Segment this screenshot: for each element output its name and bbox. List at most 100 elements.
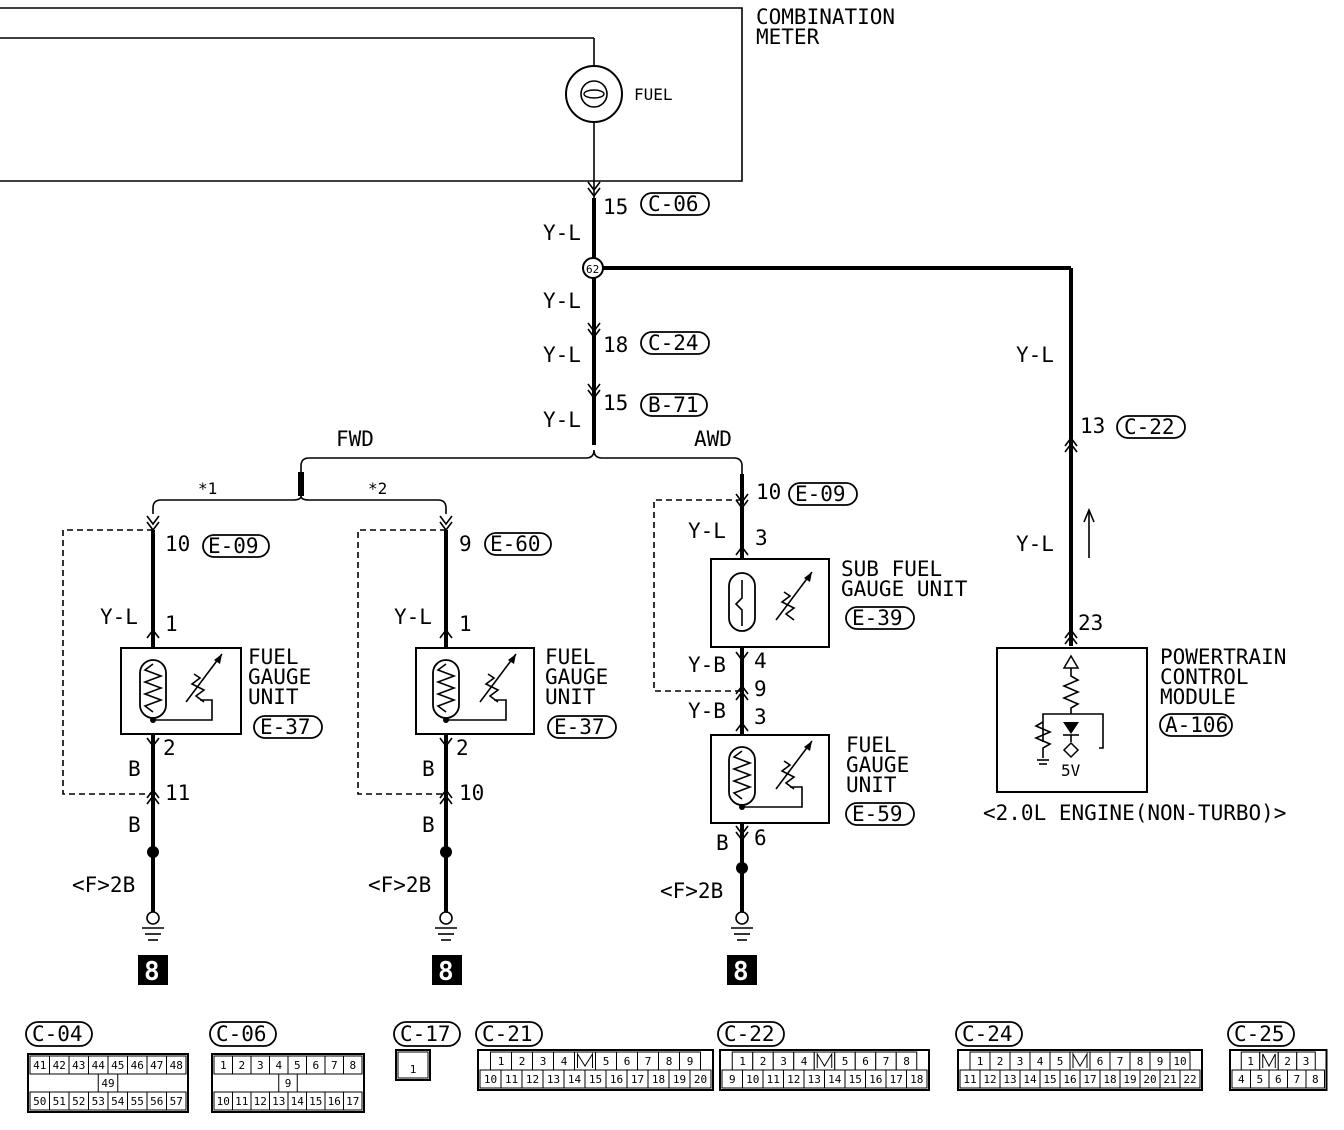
meter-title-line2: METER bbox=[756, 25, 820, 49]
connector-pin: 14 bbox=[291, 1095, 305, 1108]
pin-bot: 11 bbox=[165, 781, 190, 805]
wire-color: Y-L bbox=[100, 605, 138, 629]
connector-pin: 18 bbox=[1103, 1073, 1116, 1086]
connector-name: C-24 bbox=[962, 1022, 1013, 1046]
ground-point: <F>2B bbox=[72, 873, 135, 897]
pin-b71: 15 bbox=[603, 391, 628, 415]
connector-pin: 5 bbox=[1057, 1055, 1064, 1068]
pin-4: 4 bbox=[754, 649, 767, 673]
sub-unit-label-line1: SUB FUEL bbox=[841, 557, 942, 581]
connector-pin: 5 bbox=[603, 1055, 610, 1068]
connector-pin: 14 bbox=[828, 1073, 842, 1086]
connector-pin: 10 bbox=[746, 1073, 759, 1086]
connector-pin: 8 bbox=[349, 1059, 356, 1072]
connector-pin: 6 bbox=[1275, 1073, 1282, 1086]
wire-color: B bbox=[422, 757, 435, 781]
connector-pin: 12 bbox=[254, 1095, 267, 1108]
connector-pin: 9 bbox=[1157, 1055, 1164, 1068]
connector-pin: 12 bbox=[526, 1073, 539, 1086]
pin-9: 9 bbox=[754, 677, 767, 701]
ground-icon bbox=[435, 911, 457, 941]
connector-pin: 9 bbox=[687, 1055, 694, 1068]
ground-number: 8 bbox=[438, 957, 454, 987]
meter-title-line1: COMBINATION bbox=[756, 5, 895, 29]
unit-label-line3: UNIT bbox=[545, 685, 596, 709]
connector-pin: 55 bbox=[131, 1095, 144, 1108]
pin-c22: 13 bbox=[1080, 414, 1105, 438]
connector-pin: 7 bbox=[883, 1055, 890, 1068]
connector-arrow bbox=[1064, 436, 1078, 453]
connector-pin: 19 bbox=[673, 1073, 686, 1086]
connector-pin: 51 bbox=[53, 1095, 66, 1108]
connector-e60: E-60 bbox=[490, 532, 541, 556]
wire-color: Y-L bbox=[543, 221, 581, 245]
connector-arrow bbox=[587, 383, 601, 400]
connector-pin: 4 bbox=[1037, 1055, 1044, 1068]
unit-connector: E-59 bbox=[852, 802, 903, 826]
powertrain-control-module: 5V POWERTRAIN CONTROL MODULE A-106 <2.0L… bbox=[983, 645, 1286, 825]
connector-e09: E-09 bbox=[208, 534, 259, 558]
wire-color: Y-B bbox=[688, 653, 726, 677]
connector-pin: 4 bbox=[801, 1055, 808, 1068]
ground-icon bbox=[731, 911, 753, 941]
connector-pin: 56 bbox=[150, 1095, 163, 1108]
connector-pin: 45 bbox=[111, 1059, 124, 1072]
connector-name: C-25 bbox=[1234, 1022, 1285, 1046]
connector-pin: 42 bbox=[53, 1059, 66, 1072]
pcm-voltage: 5V bbox=[1061, 761, 1081, 780]
connector-pin: 44 bbox=[92, 1059, 106, 1072]
pin-top: 10 bbox=[165, 532, 190, 556]
connector-pin: 17 bbox=[1083, 1073, 1096, 1086]
unit-label-line2: GAUGE bbox=[846, 753, 909, 777]
connector-name: C-22 bbox=[724, 1022, 775, 1046]
connector-pin: 48 bbox=[170, 1059, 183, 1072]
connector-pin: 6 bbox=[624, 1055, 631, 1068]
pin-top: 9 bbox=[459, 532, 472, 556]
connector-name: C-17 bbox=[400, 1022, 451, 1046]
connector-arrow bbox=[439, 788, 453, 805]
signal-direction-arrow-icon bbox=[1083, 507, 1095, 558]
connector-pin: 17 bbox=[890, 1073, 903, 1086]
connector-pin: 16 bbox=[610, 1073, 623, 1086]
fwd-branch-2: 9 E-60 Y-L 1 FUEL GAUGE UNIT E-37 2 B 10… bbox=[357, 515, 617, 987]
connector-pin: 5 bbox=[1256, 1073, 1263, 1086]
fuel-gauge-sender-icon bbox=[728, 740, 813, 810]
connector-pin: 41 bbox=[33, 1059, 46, 1072]
connector-pin: 20 bbox=[694, 1073, 707, 1086]
connector-pin: 3 bbox=[1303, 1055, 1310, 1068]
connector-pin: 8 bbox=[1312, 1073, 1319, 1086]
connector-pin: 3 bbox=[540, 1055, 547, 1068]
pin-3a: 3 bbox=[755, 526, 768, 550]
connector-pin: 9 bbox=[729, 1073, 736, 1086]
unit-connector: E-37 bbox=[260, 715, 311, 739]
unit-label-line2: GAUGE bbox=[248, 665, 311, 689]
connector-pin: 6 bbox=[1097, 1055, 1104, 1068]
pin-3b: 3 bbox=[754, 705, 767, 729]
connector-pin: 49 bbox=[101, 1077, 114, 1090]
wire-color: Y-L bbox=[1016, 343, 1054, 367]
pin-23: 23 bbox=[1078, 611, 1103, 635]
connector-pin: 1 bbox=[498, 1055, 505, 1068]
connector-pin: 15 bbox=[1043, 1073, 1056, 1086]
pin-2: 2 bbox=[456, 736, 469, 760]
pin-c06: 15 bbox=[603, 195, 628, 219]
fuel-gauge-icon bbox=[565, 65, 623, 123]
connector-pin: 7 bbox=[1293, 1073, 1300, 1086]
pcm-engine-note: <2.0L ENGINE(NON-TURBO)> bbox=[983, 801, 1286, 825]
connector-pin: 6 bbox=[312, 1059, 319, 1072]
connector-pin: 3 bbox=[257, 1059, 264, 1072]
sub-fuel-gauge-sender-icon bbox=[728, 571, 813, 632]
unit-label-line1: FUEL bbox=[545, 645, 596, 669]
connector-pin: 2 bbox=[997, 1055, 1004, 1068]
connector-pin: 13 bbox=[808, 1073, 821, 1086]
connector-pin: 2 bbox=[760, 1055, 767, 1068]
connector-pin: 15 bbox=[849, 1073, 862, 1086]
connector-name: C-04 bbox=[32, 1022, 83, 1046]
connector-arrow bbox=[439, 515, 453, 532]
